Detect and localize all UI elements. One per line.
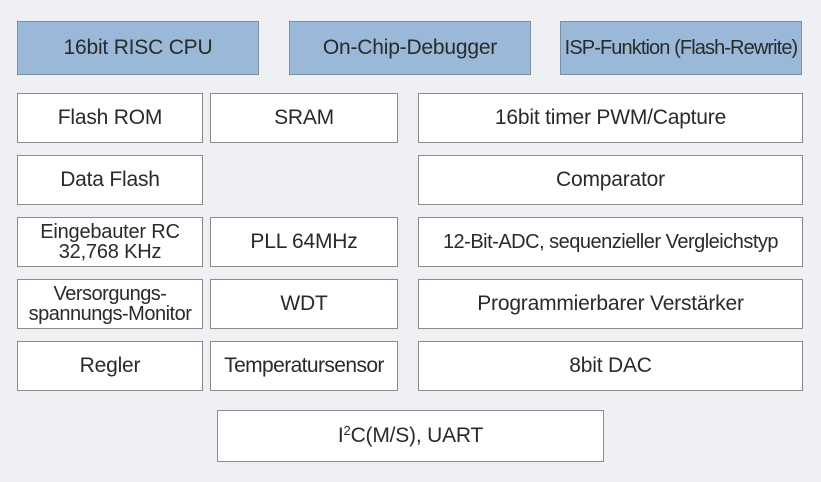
flash-rom-block: Flash ROM [17, 93, 203, 143]
voltage-monitor-label-line1: Versorgungs- [53, 283, 167, 305]
rc-oscillator-label-line1: Eingebauter RC [40, 221, 180, 243]
comparator-block: Comparator [418, 155, 803, 205]
wdt-block: WDT [210, 279, 398, 329]
cpu-label: 16bit RISC CPU [63, 35, 213, 59]
i2c-uart-block: I2C(M/S), UART [217, 410, 604, 462]
wdt-label: WDT [280, 291, 328, 315]
regulator-block: Regler [17, 341, 203, 391]
amplifier-block: Programmierbarer Verstärker [418, 279, 803, 329]
pll-label: PLL 64MHz [250, 229, 358, 253]
dac-block: 8bit DAC [418, 341, 803, 391]
adc-block: 12-Bit-ADC, sequenzieller Vergleichstyp [418, 217, 803, 267]
adc-label: 12-Bit-ADC, sequenzieller Vergleichstyp [442, 230, 779, 253]
on-chip-debugger-block: On-Chip-Debugger [289, 21, 531, 75]
sram-block: SRAM [210, 93, 398, 143]
timer-label: 16bit timer PWM/Capture [494, 105, 727, 129]
rc-oscillator-label-line2: 32,768 KHz [58, 241, 162, 263]
i2c-superscript: 2 [343, 422, 351, 438]
sram-label: SRAM [274, 105, 334, 129]
data-flash-label: Data Flash [60, 167, 160, 191]
on-chip-debugger-label: On-Chip-Debugger [322, 35, 498, 59]
i2c-rest: C(M/S), UART [350, 423, 484, 447]
dac-label: 8bit DAC [569, 353, 652, 377]
temperature-sensor-label: Temperatursensor [224, 353, 384, 377]
temperature-sensor-block: Temperatursensor [210, 341, 398, 391]
comparator-label: Comparator [556, 167, 665, 191]
i2c-uart-label: I2C(M/S), UART [337, 422, 484, 447]
timer-block: 16bit timer PWM/Capture [418, 93, 803, 143]
isp-function-block: ISP-Funktion (Flash-Rewrite) [560, 21, 802, 75]
pll-block: PLL 64MHz [210, 217, 398, 267]
data-flash-block: Data Flash [17, 155, 203, 205]
regulator-label: Regler [79, 353, 141, 377]
flash-rom-label: Flash ROM [57, 105, 163, 129]
rc-oscillator-block: Eingebauter RC 32,768 KHz [17, 217, 203, 267]
isp-function-label: ISP-Funktion (Flash-Rewrite) [564, 36, 799, 59]
cpu-block: 16bit RISC CPU [17, 21, 259, 75]
voltage-monitor-block: Versorgungs- spannungs-Monitor [17, 279, 203, 329]
amplifier-label: Programmierbarer Verstärker [477, 291, 744, 315]
voltage-monitor-label-line2: spannungs-Monitor [28, 303, 192, 325]
i2c-prefix: I [337, 423, 344, 447]
